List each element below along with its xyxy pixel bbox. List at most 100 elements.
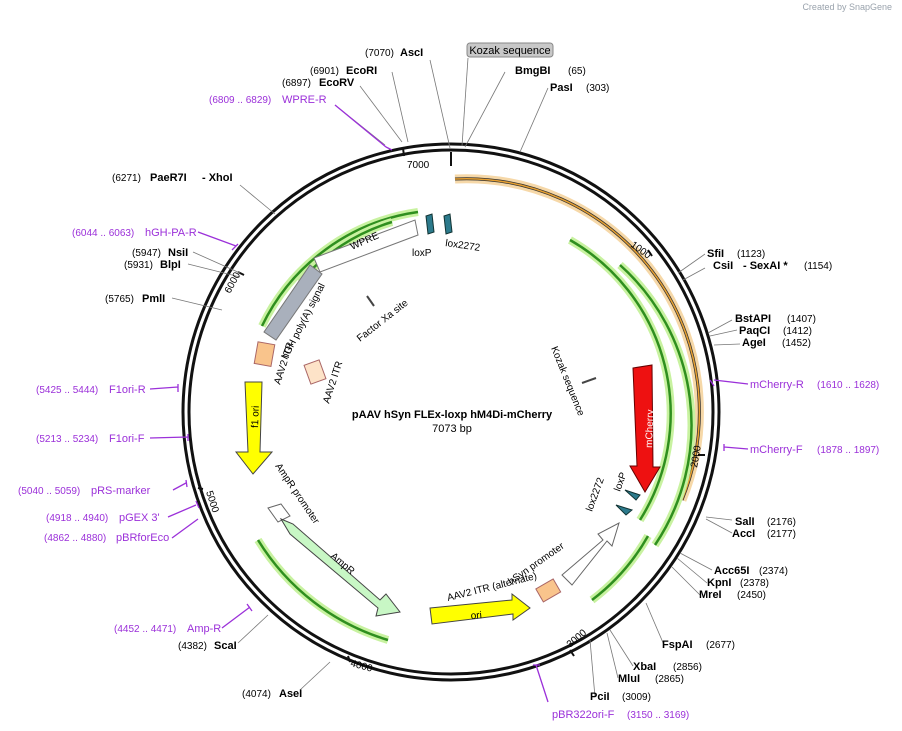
itr-left1-feature: [253, 341, 276, 367]
factor-xa-label: Factor Xa site: [355, 297, 411, 344]
svg-text:Amp-R: Amp-R: [187, 623, 221, 635]
svg-text:mCherry-F: mCherry-F: [750, 444, 803, 456]
svg-text:(1878 .. 1897): (1878 .. 1897): [817, 445, 879, 456]
svg-text:CsiI: CsiI: [713, 260, 733, 272]
svg-text:(5765): (5765): [105, 294, 134, 305]
lox2272-top-site: [443, 213, 453, 235]
svg-text:(4862 .. 4880): (4862 .. 4880): [44, 533, 106, 544]
svg-text:(1407): (1407): [787, 314, 816, 325]
svg-text:(1123): (1123): [737, 249, 765, 260]
svg-text:- SexAI *: - SexAI *: [743, 260, 788, 272]
itr-left2-feature: [303, 359, 327, 385]
svg-text:MreI: MreI: [699, 589, 722, 601]
svg-text:PciI: PciI: [590, 691, 610, 703]
svg-text:NsiI: NsiI: [168, 247, 188, 259]
plasmid-name: pAAV hSyn FLEx-loxp hM4Di-mCherry: [352, 409, 553, 421]
itr-alt-feature: [535, 578, 562, 603]
loxp-in-site: [624, 489, 641, 501]
svg-text:Acc65I: Acc65I: [714, 565, 749, 577]
sites-right: BmgBI (65) PasI (303) SfiI (1123) CsiI -…: [515, 65, 832, 703]
svg-text:(3150 .. 3169): (3150 .. 3169): [627, 710, 689, 721]
ampR-feature: [279, 517, 401, 617]
svg-text:(2856): (2856): [673, 662, 702, 673]
svg-text:(2677): (2677): [706, 640, 735, 651]
backbone-outer: [181, 142, 721, 682]
svg-text:(6901): (6901): [310, 66, 339, 77]
ori-feature: [429, 592, 531, 625]
svg-text:ScaI: ScaI: [214, 640, 237, 652]
plasmid-length: 7073 bp: [432, 423, 472, 435]
ori-label: ori: [470, 610, 482, 622]
svg-text:pRS-marker: pRS-marker: [91, 485, 151, 497]
svg-text:(2176): (2176): [767, 517, 796, 528]
orange-orf-arrow: [454, 177, 701, 501]
green-orfs: [254, 208, 696, 644]
mcherry-feature: [629, 364, 661, 493]
svg-text:(1154): (1154): [804, 261, 832, 272]
svg-text:AseI: AseI: [279, 688, 302, 700]
svg-text:(5947): (5947): [132, 248, 161, 259]
mcherry-label: mCherry: [644, 409, 656, 448]
loxp-in-label: loxP: [612, 471, 629, 493]
svg-text:pGEX 3': pGEX 3': [119, 512, 160, 524]
site-pos: (7070): [365, 48, 394, 59]
lox2272-in-label: lox2272: [584, 476, 606, 513]
svg-text:(5425 .. 5444): (5425 .. 5444): [36, 385, 98, 396]
svg-text:(6044 .. 6063): (6044 .. 6063): [72, 228, 134, 239]
primer-markers: [149, 104, 749, 703]
svg-text:(2450): (2450): [737, 590, 766, 601]
kozak-top-label: Kozak sequence: [469, 45, 550, 57]
svg-text:(1412): (1412): [783, 326, 812, 337]
ampR-promoter-feature: [267, 503, 291, 523]
watermark-text: Created by SnapGene: [802, 2, 892, 12]
site-name: AscI: [400, 47, 423, 59]
svg-text:(1452): (1452): [782, 338, 811, 349]
orange-orf-glow: [454, 174, 704, 502]
svg-text:(4452 .. 4471): (4452 .. 4471): [114, 624, 176, 635]
svg-text:(4918 .. 4940): (4918 .. 4940): [46, 513, 108, 524]
svg-text:(5213 .. 5234): (5213 .. 5234): [36, 434, 98, 445]
svg-text:pBRforEco: pBRforEco: [116, 532, 169, 544]
kozak-inner-label: Kozak sequence: [548, 345, 586, 418]
svg-text:(5931): (5931): [124, 260, 153, 271]
svg-text:(3009): (3009): [622, 692, 651, 703]
itr-left2-label: AAV2 ITR: [321, 360, 345, 405]
svg-text:KpnI: KpnI: [707, 577, 731, 589]
svg-text:SfiI: SfiI: [707, 248, 724, 260]
svg-text:(5040 .. 5059): (5040 .. 5059): [18, 486, 80, 497]
svg-text:AgeI: AgeI: [742, 337, 766, 349]
svg-text:(2177): (2177): [767, 529, 796, 540]
backbone-inner: [187, 148, 715, 676]
f1ori-feature: [234, 381, 274, 475]
svg-text:(303): (303): [586, 83, 609, 94]
svg-text:- XhoI: - XhoI: [202, 172, 233, 184]
tick-7000: 7000: [407, 160, 430, 171]
hsyn-feature: [561, 522, 620, 586]
svg-text:(4382): (4382): [178, 641, 207, 652]
svg-text:F1ori-R: F1ori-R: [109, 384, 146, 396]
svg-text:SalI: SalI: [735, 516, 755, 528]
loxp-top-label: loxP: [412, 248, 432, 259]
svg-text:(1610 .. 1628): (1610 .. 1628): [817, 380, 879, 391]
svg-text:(65): (65): [568, 66, 586, 77]
svg-text:PmlI: PmlI: [142, 293, 165, 305]
svg-text:XbaI: XbaI: [633, 661, 656, 673]
primer-labels: (6809 .. 6829) WPRE-R (6044 .. 6063) hGH…: [18, 94, 879, 721]
tick-2000: 2000: [689, 444, 704, 468]
svg-text:(6809 .. 6829): (6809 .. 6829): [209, 95, 271, 106]
svg-text:F1ori-F: F1ori-F: [109, 433, 145, 445]
svg-text:BlpI: BlpI: [160, 259, 181, 271]
svg-text:PasI: PasI: [550, 82, 573, 94]
lox2272-in-site: [615, 504, 634, 516]
svg-text:FspAI: FspAI: [662, 639, 693, 651]
f1ori-label: f1 ori: [250, 405, 262, 428]
svg-text:(4074): (4074): [242, 689, 271, 700]
svg-text:PaeR7I: PaeR7I: [150, 172, 187, 184]
svg-text:EcoRI: EcoRI: [346, 65, 377, 77]
svg-text:AccI: AccI: [732, 528, 755, 540]
sites-left: (7070) AscI (6901) EcoRI (6897) EcoRV (6…: [105, 47, 423, 700]
svg-text:WPRE-R: WPRE-R: [282, 94, 327, 106]
ring-ticks: [197, 147, 705, 663]
kozak-top-pill: [466, 42, 554, 58]
